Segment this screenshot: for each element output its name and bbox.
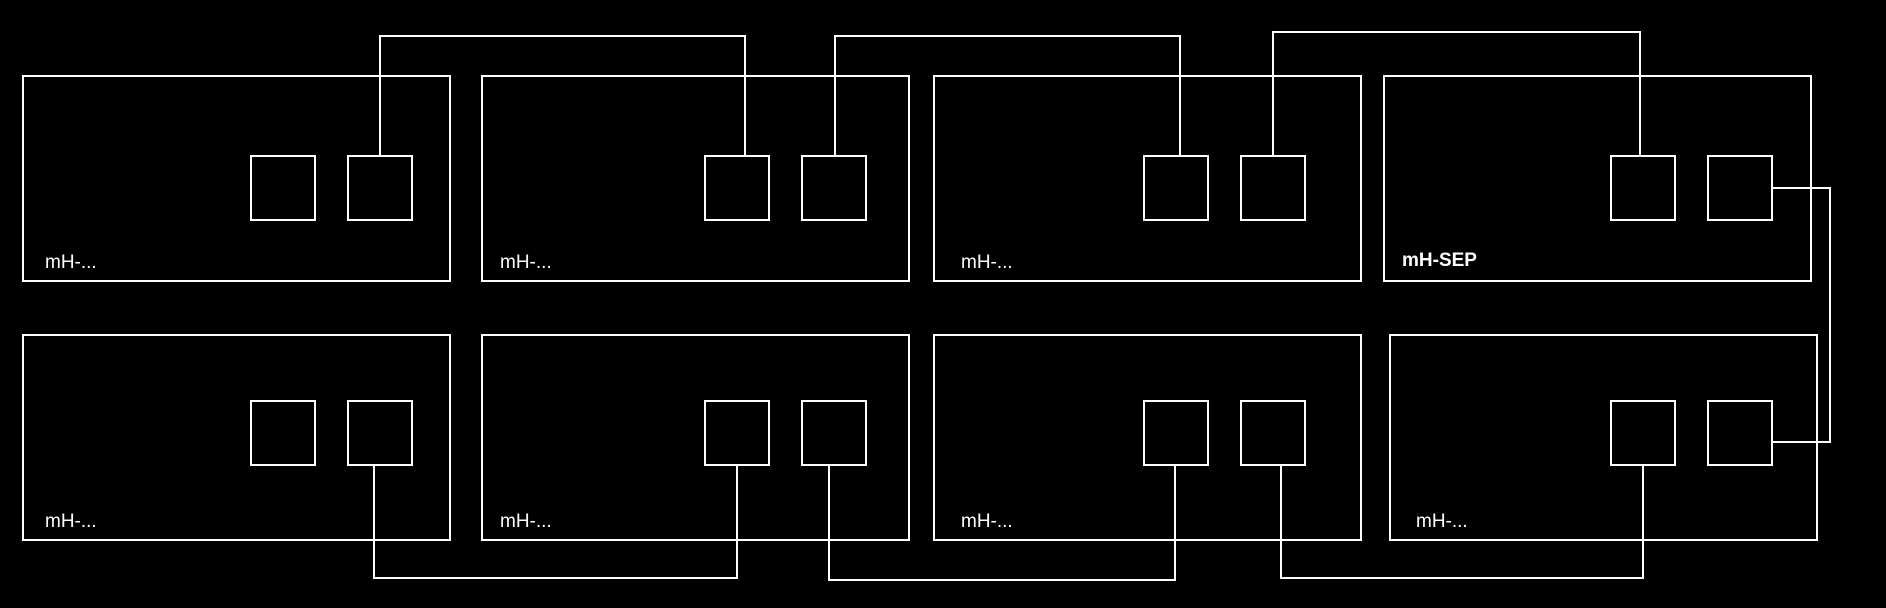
port-1 — [250, 400, 316, 466]
device-8: mH-... — [1389, 334, 1818, 541]
wire-d1-d2 — [379, 35, 746, 155]
port-2 — [1707, 400, 1773, 466]
port-2 — [801, 155, 867, 221]
port-2 — [801, 400, 867, 466]
device-label: mH-... — [1416, 511, 1468, 532]
wire-d6-d7 — [828, 465, 1176, 581]
device-frame — [481, 75, 910, 282]
device-label: mH-... — [500, 252, 552, 273]
device-frame — [22, 334, 451, 541]
connection-wires — [373, 31, 1831, 581]
port-1 — [704, 155, 770, 221]
port-1 — [1143, 400, 1209, 466]
port-1 — [704, 400, 770, 466]
port-2 — [1240, 400, 1306, 466]
wire-d4-d8 — [1773, 187, 1831, 443]
device-frame — [933, 75, 1362, 282]
port-1 — [1610, 400, 1676, 466]
device-frame — [933, 334, 1362, 541]
port-2 — [347, 400, 413, 466]
device-label: mH-... — [500, 511, 552, 532]
device-frame — [481, 334, 910, 541]
device-frame — [1383, 75, 1812, 282]
port-1 — [1143, 155, 1209, 221]
port-1 — [1610, 155, 1676, 221]
device-2: mH-... — [481, 75, 910, 282]
port-1 — [250, 155, 316, 221]
wire-d7-d8 — [1280, 465, 1644, 579]
device-label: mH-... — [45, 511, 97, 532]
wire-d2-d3 — [834, 35, 1181, 155]
device-label: mH-SEP — [1402, 250, 1477, 271]
device-frame — [22, 75, 451, 282]
device-label: mH-... — [45, 252, 97, 273]
device-label: mH-... — [961, 252, 1013, 273]
device-frame — [1389, 334, 1818, 541]
device-1: mH-... — [22, 75, 451, 282]
wire-d5-d6 — [373, 465, 738, 579]
device-7: mH-... — [933, 334, 1362, 541]
port-2 — [347, 155, 413, 221]
port-2 — [1240, 155, 1306, 221]
device-label: mH-... — [961, 511, 1013, 532]
device-3: mH-... — [933, 75, 1362, 282]
device-5: mH-... — [22, 334, 451, 541]
wire-d3-d4 — [1272, 31, 1641, 155]
device-6: mH-... — [481, 334, 910, 541]
device-4: mH-SEP — [1383, 75, 1812, 282]
port-2 — [1707, 155, 1773, 221]
